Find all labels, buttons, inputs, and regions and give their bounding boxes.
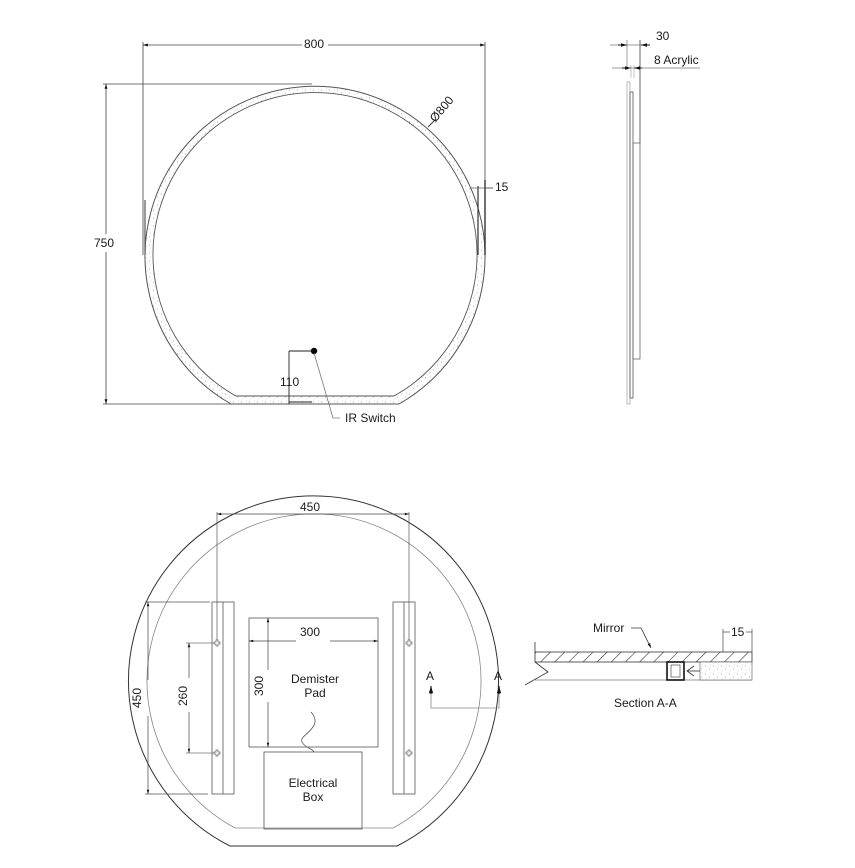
- front-width-dimension: 800: [304, 37, 325, 51]
- front-view: [103, 42, 493, 419]
- pad-height-dimension: 300: [252, 675, 267, 697]
- keyhole-icon: [213, 639, 413, 757]
- switch-height-dimension: 110: [280, 375, 300, 389]
- rail-length-dimension: 450: [130, 687, 145, 709]
- rear-outer-outline: [128, 495, 499, 847]
- demister-pad-label: Demister Pad: [290, 672, 339, 700]
- section-marker-right: A: [494, 669, 503, 683]
- section-view: [524, 627, 753, 686]
- electrical-box-label: Electrical Box: [288, 776, 338, 804]
- demister-pad: [248, 617, 379, 748]
- pad-width-dimension: 300: [300, 625, 321, 639]
- section-marker-left: A: [426, 669, 435, 683]
- ir-switch-label: IR Switch: [345, 411, 396, 425]
- flat-offset-dimension: 15: [495, 180, 509, 194]
- front-height-dimension: 750: [94, 236, 115, 250]
- rail-spacing-dimension: 450: [300, 500, 321, 514]
- mirror-label: Mirror: [593, 621, 625, 635]
- electrical-box: [263, 751, 363, 830]
- section-title: Section A-A: [614, 696, 677, 710]
- side-view: [610, 40, 700, 405]
- mirror-inner-outline: [152, 92, 478, 397]
- rear-view: [128, 495, 502, 847]
- acrylic-dimension: 8 Acrylic: [654, 53, 699, 67]
- depth-dimension: 30: [656, 29, 670, 43]
- hole-spacing-dimension: 260: [176, 685, 191, 707]
- mirror-hatch: [534, 651, 753, 663]
- border-dimension: 15: [731, 625, 745, 639]
